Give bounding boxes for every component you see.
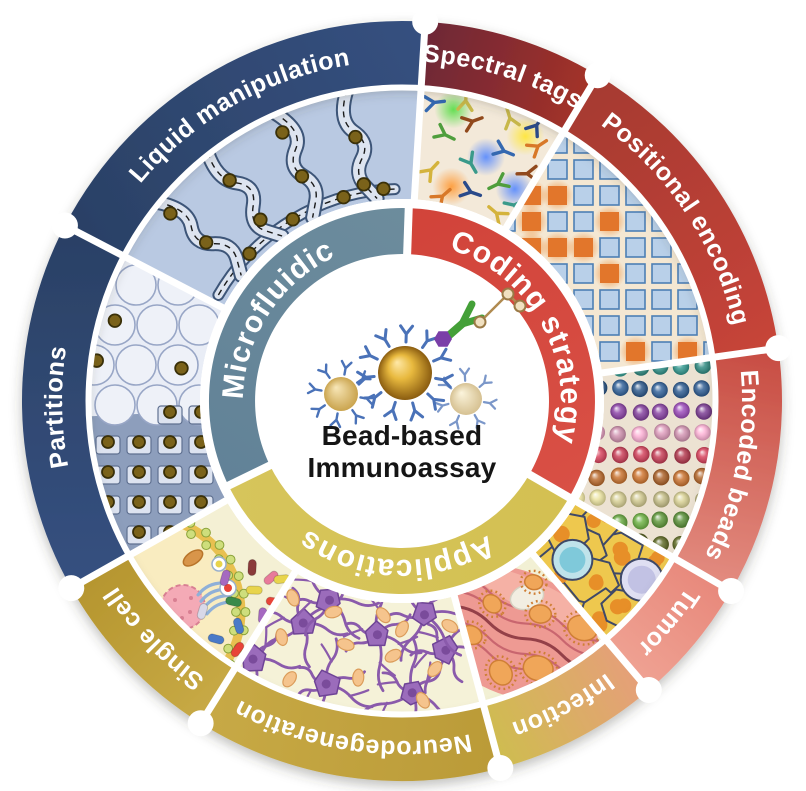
outer-segment-spectral-tags	[421, 21, 598, 131]
outer-segment-infection	[483, 641, 649, 769]
center-title-line2: Immunoassay	[307, 452, 497, 483]
outer-segment-positional-encoding	[564, 75, 779, 358]
inner-segment-applications	[228, 465, 570, 594]
ring-notch	[412, 8, 439, 35]
outer-segment-single-cell	[71, 556, 235, 724]
outer-segment-encoded-beads	[675, 348, 783, 591]
ring-notch	[718, 578, 745, 604]
center-circle	[257, 256, 547, 546]
panel-liquid-manipulation	[126, 90, 421, 308]
ring-notch	[51, 212, 78, 239]
center-bead-illustration	[306, 287, 527, 430]
inner-segment-microfluidic	[208, 207, 409, 486]
center-title: Bead-based Immunoassay	[242, 420, 562, 484]
linker-structure	[473, 287, 527, 329]
ring-notch	[635, 676, 662, 703]
ring-notch	[584, 62, 611, 89]
ring-notch	[58, 575, 85, 602]
inner-segment-coding-strategy	[407, 208, 595, 498]
ring-notch	[187, 710, 214, 737]
outer-segment-liquid-manipulation	[64, 20, 426, 256]
ring-notch	[765, 335, 792, 362]
outer-segment-tumor	[607, 559, 732, 690]
ring-notch	[487, 755, 514, 782]
panel-neurodegeneration	[237, 572, 483, 712]
center-title-line1: Bead-based	[321, 420, 483, 451]
outer-segment-neurodegeneration	[200, 669, 501, 782]
